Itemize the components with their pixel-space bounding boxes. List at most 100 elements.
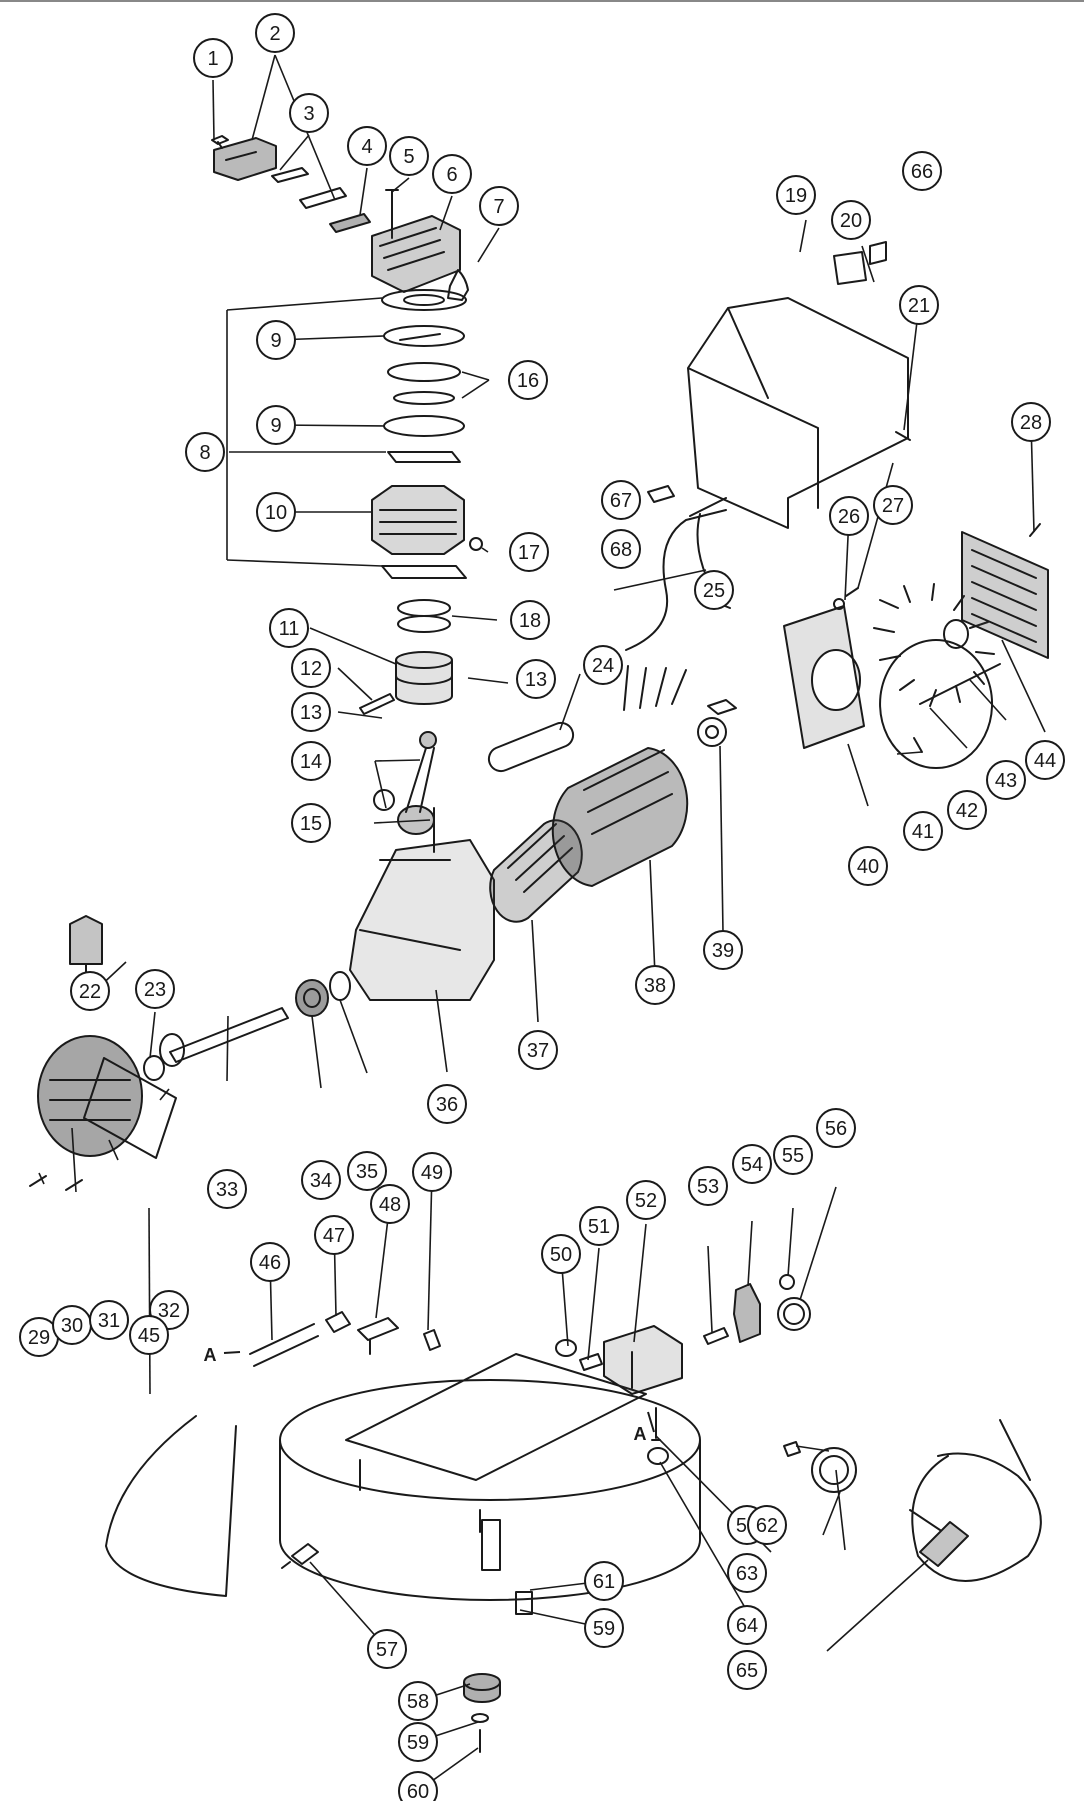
callout-31: 31: [89, 1300, 129, 1340]
callout-number: 13: [525, 669, 547, 691]
top-border-line: [0, 0, 1084, 2]
marker-arrow: [223, 1351, 241, 1354]
callout-36: 36: [427, 1084, 467, 1124]
callout-circle: [747, 1505, 787, 1545]
callout-46: 46: [250, 1242, 290, 1282]
callout-circle: [389, 136, 429, 176]
callout-circle: [432, 154, 472, 194]
callout-number: 25: [703, 580, 725, 602]
hose-45-shape: [105, 1415, 237, 1597]
callout-4: 4: [347, 126, 387, 166]
callout-59: 59: [398, 1722, 438, 1762]
callout-40: 40: [848, 846, 888, 886]
leader-line: [857, 462, 894, 589]
elbow-fitting-shape: [447, 269, 469, 301]
callout-circle: [256, 405, 296, 445]
harness-68-shape: [625, 497, 731, 651]
callout-12: 12: [291, 648, 331, 688]
callout-number: 42: [956, 800, 978, 822]
housing-31-shape: [37, 1035, 143, 1157]
callout-circle: [250, 1242, 290, 1282]
connection-markers: AA: [204, 1345, 655, 1444]
piston-ring-18-shape: [397, 599, 451, 633]
leader-line: [1001, 639, 1046, 733]
callout-circle: [732, 1144, 772, 1184]
connector-67-shape: [647, 485, 675, 503]
callout-circle: [831, 200, 871, 240]
callout-circle: [579, 1206, 619, 1246]
end-bell-40-shape: [783, 605, 865, 749]
leader-line: [311, 1015, 322, 1089]
label-20-shape: [833, 251, 867, 285]
callout-8: 8: [185, 432, 225, 472]
elbow-47-shape: [325, 1311, 351, 1333]
callout-number: 12: [300, 658, 322, 680]
clip-25-shape: [707, 699, 737, 715]
callout-circle: [193, 38, 233, 78]
callout-circle: [635, 965, 675, 1005]
callout-circle: [70, 971, 110, 1011]
callout-circle: [727, 1553, 767, 1593]
marker-label: A: [204, 1345, 217, 1365]
callout-number: 43: [995, 770, 1017, 792]
callout-65: 65: [727, 1650, 767, 1690]
callout-10: 10: [256, 492, 296, 532]
callout-circle: [829, 496, 869, 536]
leader-line: [799, 219, 807, 253]
callout-50: 50: [541, 1234, 581, 1274]
callout-number: 21: [908, 295, 930, 317]
leader-line: [531, 919, 539, 1023]
leader-line: [799, 1186, 837, 1301]
washer-59-shape: [471, 1713, 489, 1723]
callout-number: 13: [300, 702, 322, 724]
fan-cover-44-shape: [961, 531, 1049, 659]
valve-plate-9a-shape: [383, 325, 465, 347]
tube-46-shape: [249, 1323, 319, 1367]
fan-43-shape: [879, 619, 994, 769]
callout-49: 49: [412, 1152, 452, 1192]
callout-circle: [584, 1561, 624, 1601]
rubber-foot-61-shape: [515, 1591, 533, 1615]
leader-line: [847, 743, 869, 807]
callout-number: 40: [857, 856, 879, 878]
callout-2: 2: [255, 13, 295, 53]
screw-29-shape: [29, 1175, 47, 1187]
tank-bracket-shape: [345, 1353, 647, 1533]
valve-plate-3-shape: [271, 167, 309, 183]
leader-line: [969, 679, 1007, 721]
callout-number: 61: [593, 1571, 615, 1593]
callout-60: 60: [398, 1771, 438, 1801]
leader-line: [279, 134, 310, 171]
callout-circle: [289, 93, 329, 133]
callout-45: 45: [129, 1315, 169, 1355]
callout-circle: [135, 969, 175, 1009]
callout-48: 48: [370, 1184, 410, 1224]
callout-circle: [583, 645, 623, 685]
callout-44: 44: [1025, 740, 1065, 780]
callout-number: 16: [517, 370, 539, 392]
safety-valve-64-shape: [647, 1447, 669, 1465]
fitting-51b-shape: [783, 1441, 801, 1457]
callout-circle: [902, 151, 942, 191]
callout-circle: [688, 1166, 728, 1206]
washer-23-shape: [143, 1055, 165, 1081]
callout-number: 30: [61, 1315, 83, 1337]
callout-5: 5: [389, 136, 429, 176]
valve-plate-9b-shape: [383, 415, 465, 437]
nut-17-shape: [469, 537, 483, 551]
leader-line: [633, 1223, 647, 1343]
callout-circle: [584, 1608, 624, 1648]
leader-line: [337, 711, 383, 719]
callout-number: 2: [269, 23, 280, 45]
leader-line: [226, 559, 383, 567]
callout-circle: [89, 1300, 129, 1340]
callout-number: 18: [519, 610, 541, 632]
callout-number: 59: [593, 1618, 615, 1640]
callout-number: 55: [782, 1145, 804, 1167]
callout-number: 7: [493, 196, 504, 218]
callout-68: 68: [601, 529, 641, 569]
regulator-54-shape: [733, 1283, 761, 1343]
callout-circle: [626, 1180, 666, 1220]
callout-circle: [256, 492, 296, 532]
leader-line: [251, 54, 276, 141]
